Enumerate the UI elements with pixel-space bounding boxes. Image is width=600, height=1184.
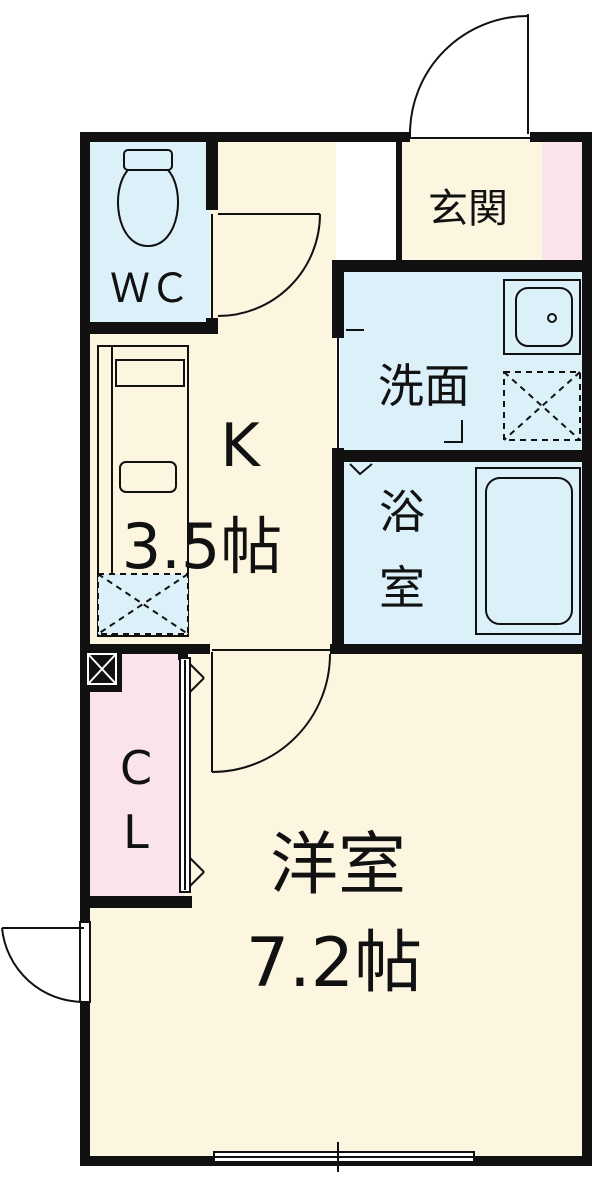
kitchen-label: K [220, 411, 261, 481]
closet-doors [179, 657, 205, 893]
western-room-door [211, 649, 331, 773]
toilet-fixture [116, 149, 180, 248]
entrance-pink-strip [542, 140, 584, 264]
wc-label: ＷＣ [110, 266, 190, 312]
pipe-shaft [87, 653, 117, 685]
fridge-space [97, 573, 189, 635]
bathroom-door [349, 463, 373, 476]
bathroom-label-line1: 浴 [379, 485, 425, 539]
bathtub [475, 467, 581, 635]
western-room-label: 洋室 [270, 826, 406, 905]
washing-machine-space [503, 371, 581, 441]
western-room-size-label: 7.2帖 [246, 924, 422, 1003]
entrance-door [409, 14, 530, 139]
entrance-floor [402, 140, 542, 264]
bathroom-floor [340, 458, 584, 646]
closet-label-line2: L [123, 805, 149, 859]
bathroom-label-line2: 室 [379, 561, 425, 615]
washroom-label: 洗面 [378, 359, 470, 413]
side-door [1, 921, 91, 1004]
washroom-door [337, 329, 463, 450]
wash-basin [503, 279, 581, 355]
wc-door [211, 213, 321, 318]
balcony-window [213, 1142, 475, 1172]
kitchen-size-label: 3.5帖 [122, 510, 283, 583]
closet-label-line1: C [120, 741, 152, 795]
closet-floor [88, 652, 184, 900]
entrance-label: 玄関 [428, 186, 508, 232]
walls [80, 132, 592, 1166]
